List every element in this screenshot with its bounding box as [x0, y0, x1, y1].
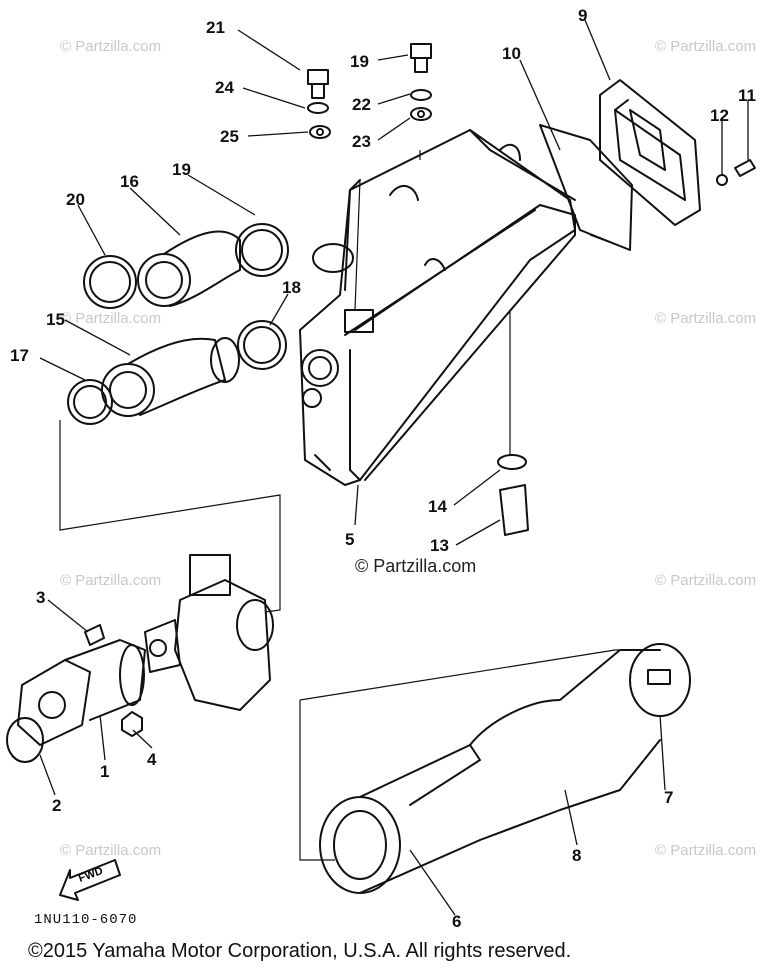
air-filter-element	[319, 643, 691, 894]
watermark: © Partzilla.com	[60, 842, 162, 859]
o-ring	[6, 717, 44, 763]
watermark: © Partzilla.com	[655, 572, 757, 589]
callout-1: 1	[100, 762, 110, 781]
callout-15: 15	[46, 310, 65, 329]
screw	[716, 159, 756, 186]
callout-14: 14	[428, 497, 447, 516]
callout-24: 24	[215, 78, 234, 97]
callout-11: 11	[738, 86, 756, 105]
gasket	[539, 124, 633, 251]
callout-17: 17	[10, 346, 29, 365]
watermark: © Partzilla.com	[60, 38, 162, 55]
callout-3: 3	[36, 588, 46, 607]
assembly-guides	[59, 150, 631, 861]
callout-25: 25	[220, 127, 239, 146]
callout-16: 16	[120, 172, 139, 191]
case-cover	[599, 79, 701, 226]
bolt-stack-left	[307, 69, 331, 139]
copyright-notice: ©2015 Yamaha Motor Corporation, U.S.A. A…	[28, 940, 572, 962]
air-cleaner-joint	[137, 230, 241, 307]
air-cleaner-case	[299, 129, 576, 486]
callout-10: 10	[502, 44, 521, 63]
callout-18: 18	[282, 278, 301, 297]
callout-19-right: 19	[172, 160, 191, 179]
callout-9: 9	[578, 6, 588, 25]
callout-4: 4	[147, 750, 157, 769]
callout-22: 23	[352, 132, 371, 151]
callout-5: 5	[345, 530, 355, 549]
callout-6: 6	[452, 912, 462, 931]
leader-lines	[39, 19, 749, 916]
diagram-code: 1NU110-6070	[34, 912, 138, 928]
bolt-stack-right	[410, 43, 432, 121]
callout-23: 21	[206, 18, 225, 37]
bolt	[84, 624, 105, 646]
fwd-arrow-icon	[59, 859, 121, 901]
watermark: © Partzilla.com	[655, 842, 757, 859]
center-watermark: © Partzilla.com	[355, 556, 477, 576]
watermark: © Partzilla.com	[60, 310, 162, 327]
nut	[121, 711, 143, 737]
carburetor-joint	[101, 337, 240, 417]
callout-2: 2	[52, 796, 62, 815]
carburetor	[144, 554, 274, 711]
callout-12: 12	[710, 106, 729, 125]
watermark: © Partzilla.com	[60, 572, 162, 589]
drain-hose	[497, 454, 529, 536]
callout-8: 8	[572, 846, 582, 865]
callout-19-left: 20	[66, 190, 85, 209]
callout-21: 22	[352, 95, 371, 114]
hose-clamp	[67, 223, 289, 425]
watermark: © Partzilla.com	[655, 38, 757, 55]
callout-7: 7	[664, 788, 674, 807]
callout-13: 13	[430, 536, 449, 555]
intake-manifold	[17, 639, 146, 746]
watermark: © Partzilla.com	[655, 310, 757, 327]
callout-20: 19	[350, 52, 369, 71]
